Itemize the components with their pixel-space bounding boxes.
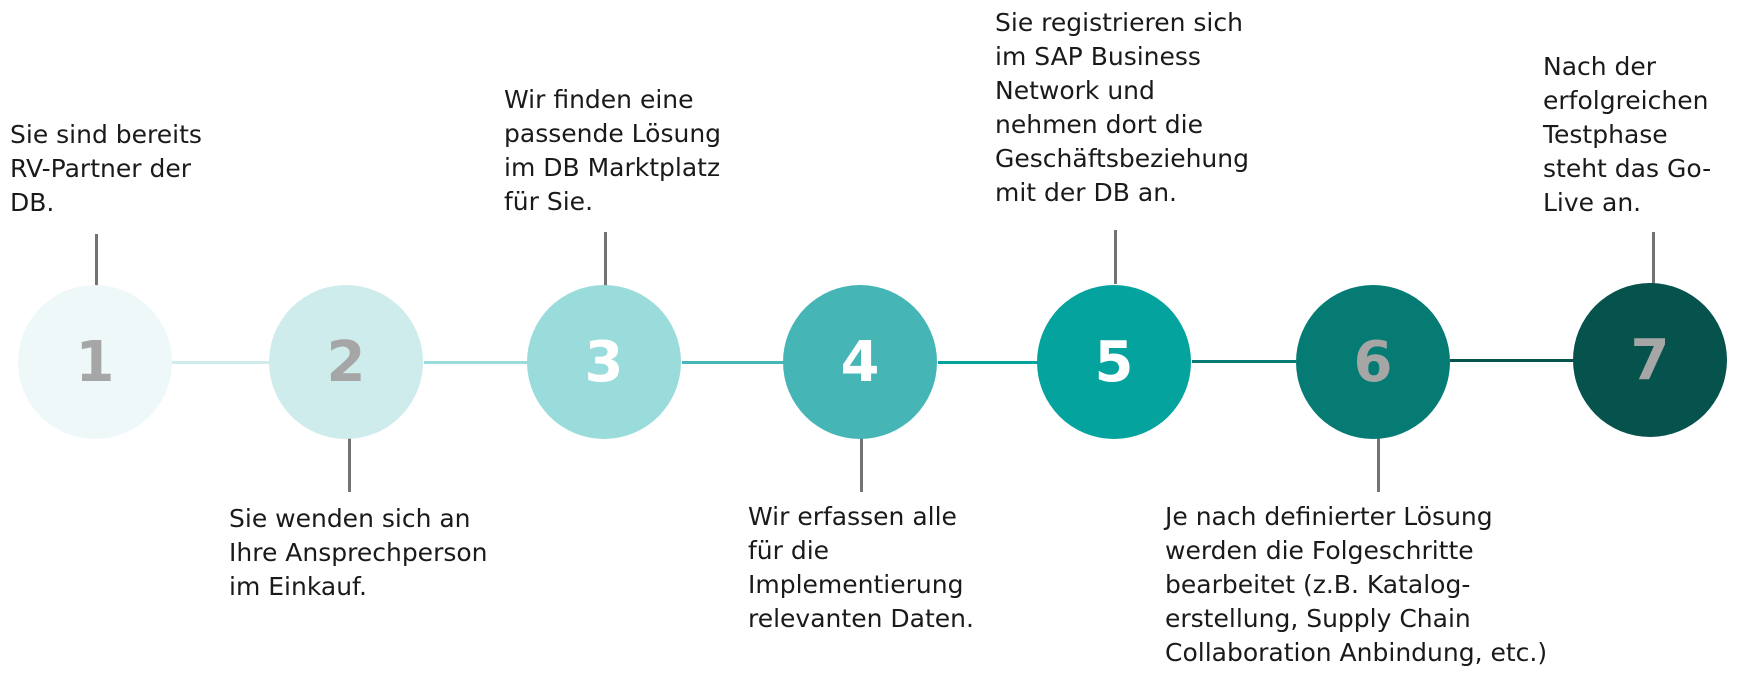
- step-number-2: 2: [326, 329, 366, 395]
- step-label-3: Wir finden eine passende Lösung im DB Ma…: [504, 85, 722, 216]
- connector-6-7: [1450, 359, 1574, 362]
- step-circle-7: 7: [1573, 283, 1727, 437]
- connector-1-2: [170, 361, 270, 364]
- tick-4: [860, 438, 863, 492]
- step-label-2: Sie wenden sich an Ihre Ansprechperson i…: [229, 504, 488, 601]
- step-label-6: Je nach definierter Lösung werden die Fo…: [1165, 502, 1548, 667]
- step-circle-3: 3: [527, 285, 681, 439]
- step-circle-1: 1: [18, 285, 172, 439]
- connector-4-5: [938, 361, 1038, 364]
- connector-5-6: [1192, 360, 1296, 363]
- step-label-7: Nach der erfolgreichen Testphase steht d…: [1543, 52, 1712, 217]
- step-circle-2: 2: [269, 285, 423, 439]
- connector-2-3: [424, 361, 528, 364]
- connector-3-4: [682, 361, 784, 364]
- step-number-1: 1: [75, 329, 115, 395]
- tick-6: [1377, 438, 1380, 492]
- step-circle-4: 4: [783, 285, 937, 439]
- step-circle-6: 6: [1296, 285, 1450, 439]
- step-number-3: 3: [584, 329, 624, 395]
- tick-3: [604, 232, 607, 286]
- step-number-7: 7: [1630, 327, 1670, 393]
- step-number-6: 6: [1353, 329, 1393, 395]
- tick-2: [348, 438, 351, 492]
- step-label-1: Sie sind bereits RV-Partner der DB.: [10, 120, 202, 217]
- step-label-4: Wir erfassen alle für die Implementierun…: [748, 502, 974, 633]
- step-circle-5: 5: [1037, 285, 1191, 439]
- tick-7: [1652, 232, 1655, 284]
- step-number-5: 5: [1094, 329, 1134, 395]
- step-number-4: 4: [840, 329, 880, 395]
- step-label-5: Sie registrieren sich im SAP Business Ne…: [995, 8, 1249, 207]
- tick-1: [95, 234, 98, 286]
- tick-5: [1114, 230, 1117, 284]
